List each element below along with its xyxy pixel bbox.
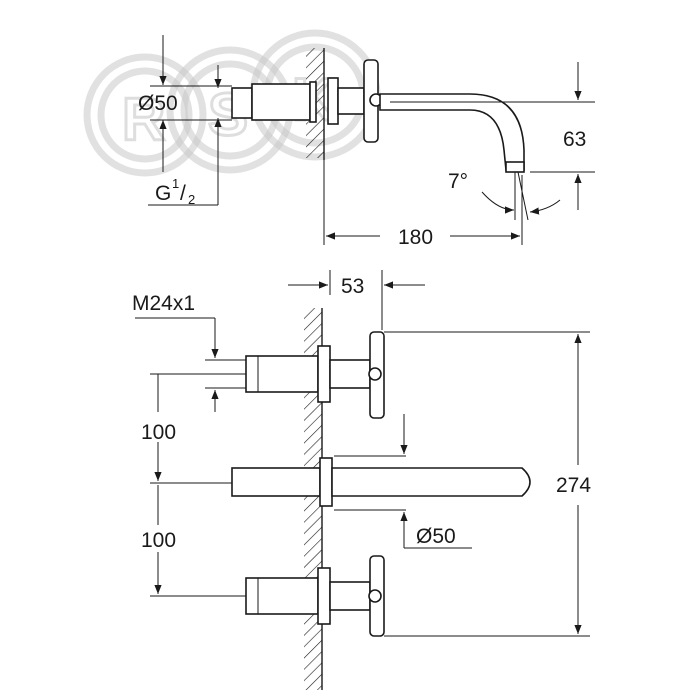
rosette-top xyxy=(327,77,339,125)
valve-body-top xyxy=(251,83,311,121)
spout-top xyxy=(379,93,525,171)
m24-label: M24x1 xyxy=(132,292,195,315)
aerator-top xyxy=(505,161,525,173)
thread-label-den: 2 xyxy=(188,192,195,207)
front-view: 53 M24x1 Ø50 xyxy=(132,270,591,690)
width-label: 180 xyxy=(398,226,433,249)
flange-top xyxy=(309,81,317,123)
inlet-nut-top xyxy=(231,87,253,119)
upper-stem xyxy=(329,359,371,389)
angle-arc-right xyxy=(529,199,561,215)
spout-front xyxy=(331,467,531,497)
thread-label-g: G xyxy=(155,182,171,205)
total-height-label: 274 xyxy=(556,474,591,497)
top-view: Ø50 G 1 / 2 63 7° 180 xyxy=(138,35,595,249)
upper-handle-cap xyxy=(368,367,382,381)
spacing-upper-label: 100 xyxy=(141,421,176,444)
lower-rosette xyxy=(317,567,331,625)
lower-stem xyxy=(329,581,371,611)
depth-label: 53 xyxy=(341,275,364,298)
dia-label-top: Ø50 xyxy=(138,92,178,115)
upper-rosette xyxy=(317,345,331,403)
angle-arc-left xyxy=(481,191,515,214)
lower-valve-body xyxy=(245,577,319,615)
thread-label-slash: / xyxy=(180,182,186,205)
spout-dia-label: Ø50 xyxy=(416,525,456,548)
spout-inlet xyxy=(231,467,321,497)
height-label-top: 63 xyxy=(563,128,586,151)
angle-label: 7° xyxy=(448,170,468,193)
lower-handle-cap xyxy=(368,589,382,603)
upper-valve-body xyxy=(245,355,319,393)
spacing-lower-label: 100 xyxy=(141,529,176,552)
spout-rosette xyxy=(319,457,333,507)
stem-top xyxy=(337,87,365,115)
angle-line-1 xyxy=(517,171,529,221)
thread-label-num: 1 xyxy=(172,176,179,191)
